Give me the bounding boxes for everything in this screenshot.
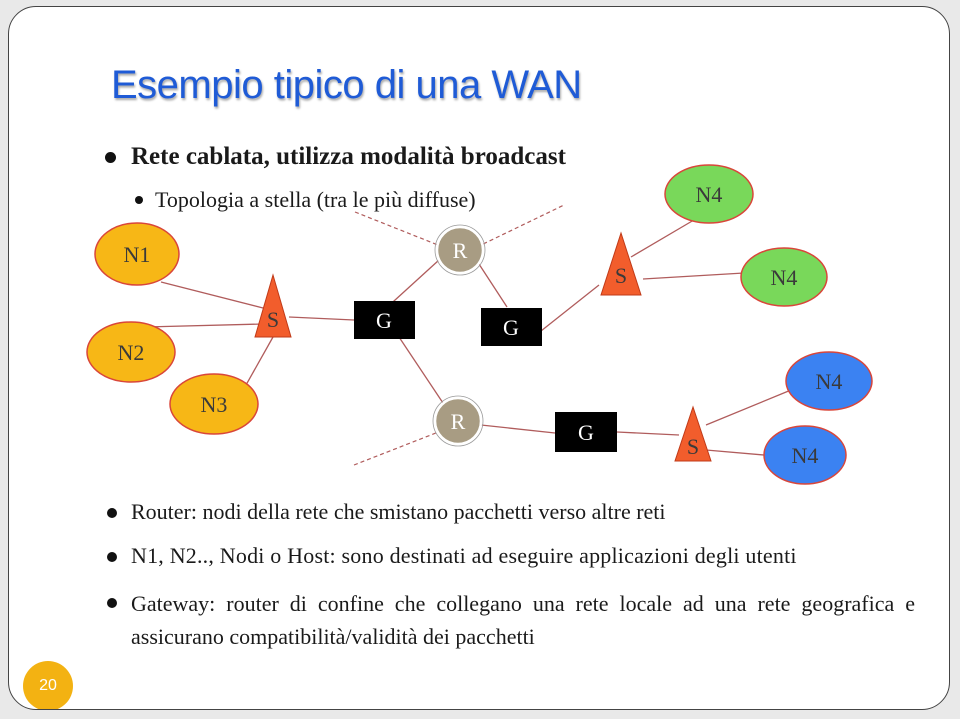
host-n1-label: N1 [124,242,151,267]
link [480,424,556,434]
host-n2-label: N2 [118,340,145,365]
gateway-g2-label: G [503,315,519,340]
link [160,281,268,310]
switch-s2: S [600,231,642,296]
switch-s3-label: S [687,434,699,459]
wan-diagram: N1 N2 N3 N4 N4 N4 N4 S [86,164,873,485]
bullet-broadcast: Rete cablata, utilizza modalità broadcas… [105,143,566,170]
gateway-g3-label: G [578,420,594,445]
host-n4-bottom: N4 [763,425,847,485]
link [642,272,745,280]
dashed-link [476,204,565,248]
gateway-g1: G [354,301,415,339]
router-r1: R [434,224,486,276]
host-n4-right: N4 [785,351,873,411]
dashed-links [353,204,565,466]
link [705,449,765,456]
slide-title: Esempio tipico di una WAN [111,63,582,107]
link [630,216,700,258]
host-n1: N1 [94,222,180,286]
slide: Esempio tipico di una WAN Rete cablata, … [8,6,950,710]
bullet-hosts: N1, N2.., Nodi o Host: sono destinati ad… [107,543,797,568]
gateway-g2: G [481,308,542,346]
host-n4-mid: N4 [740,247,828,307]
host-n4-bottom-label: N4 [792,443,819,468]
switch-s2-label: S [615,263,627,288]
router-r2: R [432,395,484,447]
host-n3-label: N3 [201,392,228,417]
link [616,431,680,436]
bullet-router: Router: nodi della rete che smistano pac… [107,499,666,524]
host-n4-right-label: N4 [816,369,843,394]
switch-s1: S [254,273,292,338]
bullet-star-topology: Topologia a stella (tra le più diffuse) [135,187,476,212]
host-n2: N2 [86,321,176,383]
link [144,323,264,328]
router-r1-label: R [453,238,468,263]
host-n4-top-label: N4 [696,182,723,207]
switch-s1-label: S [267,307,279,332]
bullet-gateway: Gateway: router di confine che collegano… [107,587,915,653]
page-number-badge: 20 [23,661,73,709]
link [705,389,792,426]
host-n4-top: N4 [664,164,754,224]
gateway-g1-label: G [376,308,392,333]
dashed-link [353,430,442,466]
switch-s3: S [674,405,712,462]
gateway-g3: G [555,412,617,452]
host-n4-mid-label: N4 [771,265,798,290]
link [398,336,448,410]
link [288,316,355,321]
host-n3: N3 [169,373,259,435]
router-r2-label: R [451,409,466,434]
link [476,260,508,308]
link [540,284,600,332]
dashed-link [354,211,444,248]
